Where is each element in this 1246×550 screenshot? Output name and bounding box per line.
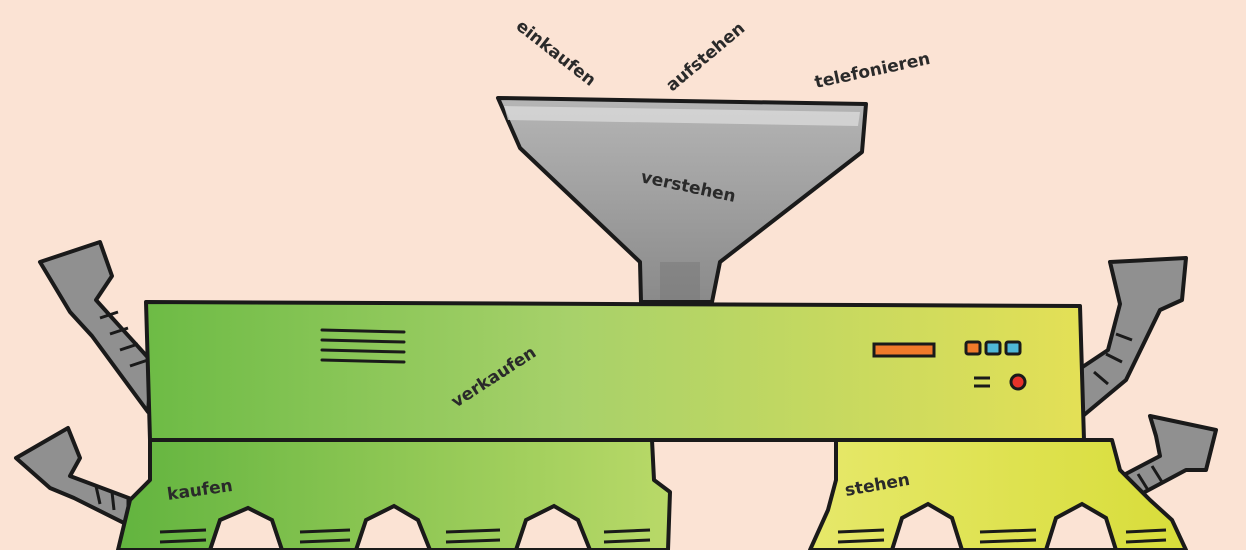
display-slot bbox=[874, 344, 934, 356]
indicator-light-icon bbox=[966, 342, 980, 354]
input-word-aufstehen: aufstehen bbox=[662, 18, 749, 95]
indicator-light-icon bbox=[986, 342, 1000, 354]
input-word-einkaufen: einkaufen bbox=[512, 16, 599, 90]
indicator-light-icon bbox=[1006, 342, 1020, 354]
indicator-light-icon bbox=[1011, 375, 1025, 389]
pipe-icon bbox=[1078, 258, 1186, 420]
machine-body bbox=[146, 302, 1084, 440]
funnel-icon bbox=[498, 98, 866, 302]
input-word-telefonieren: telefonieren bbox=[813, 49, 932, 93]
pipe-icon bbox=[40, 242, 152, 412]
